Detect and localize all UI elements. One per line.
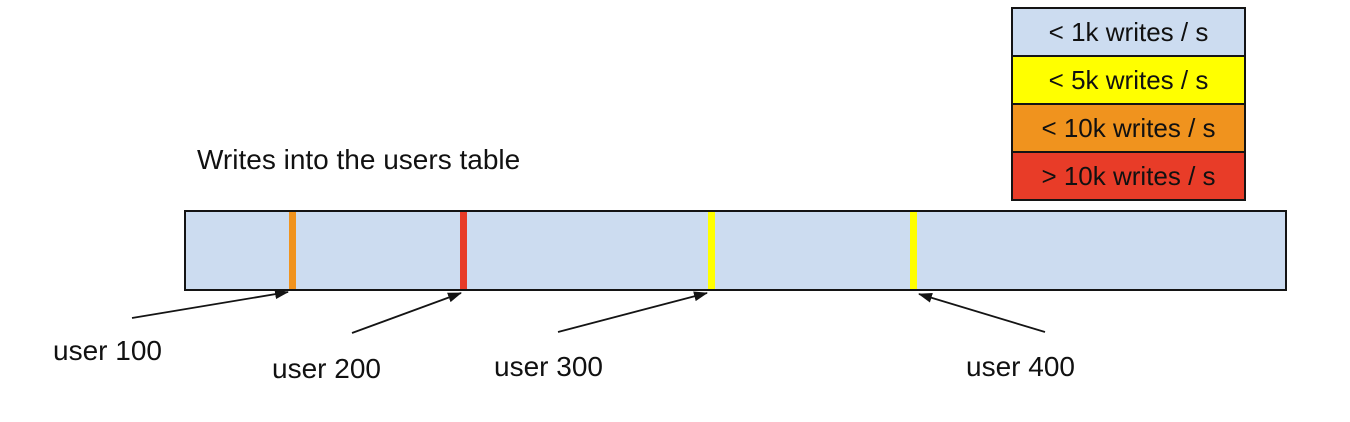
legend-item-label: < 10k writes / s [1041,113,1216,143]
write-marker-user-100 [289,212,296,289]
write-marker-user-300 [708,212,715,289]
legend-item-label: < 5k writes / s [1048,65,1209,95]
label-user-300: user 300 [494,351,603,382]
users-table-bar [184,210,1287,291]
legend-item-lt-10k: < 10k writes / s [1011,103,1246,153]
label-user-100: user 100 [53,335,162,366]
diagram-title: Writes into the users table [197,144,521,175]
legend-item-label: < 1k writes / s [1048,17,1209,47]
arrow-user-300 [557,291,708,333]
legend-item-label: > 10k writes / s [1041,161,1216,191]
legend-item-lt-1k: < 1k writes / s [1011,7,1246,57]
write-marker-user-200 [460,212,467,289]
arrow-user-100 [131,289,289,319]
arrow-user-200 [351,292,462,334]
label-user-400: user 400 [966,351,1075,382]
legend-item-gt-10k: > 10k writes / s [1011,151,1246,201]
label-user-200: user 200 [272,353,381,384]
arrow-user-400 [918,292,1046,333]
legend-item-lt-5k: < 5k writes / s [1011,55,1246,105]
write-marker-user-400 [910,212,917,289]
legend: < 1k writes / s < 5k writes / s < 10k wr… [1011,7,1246,201]
